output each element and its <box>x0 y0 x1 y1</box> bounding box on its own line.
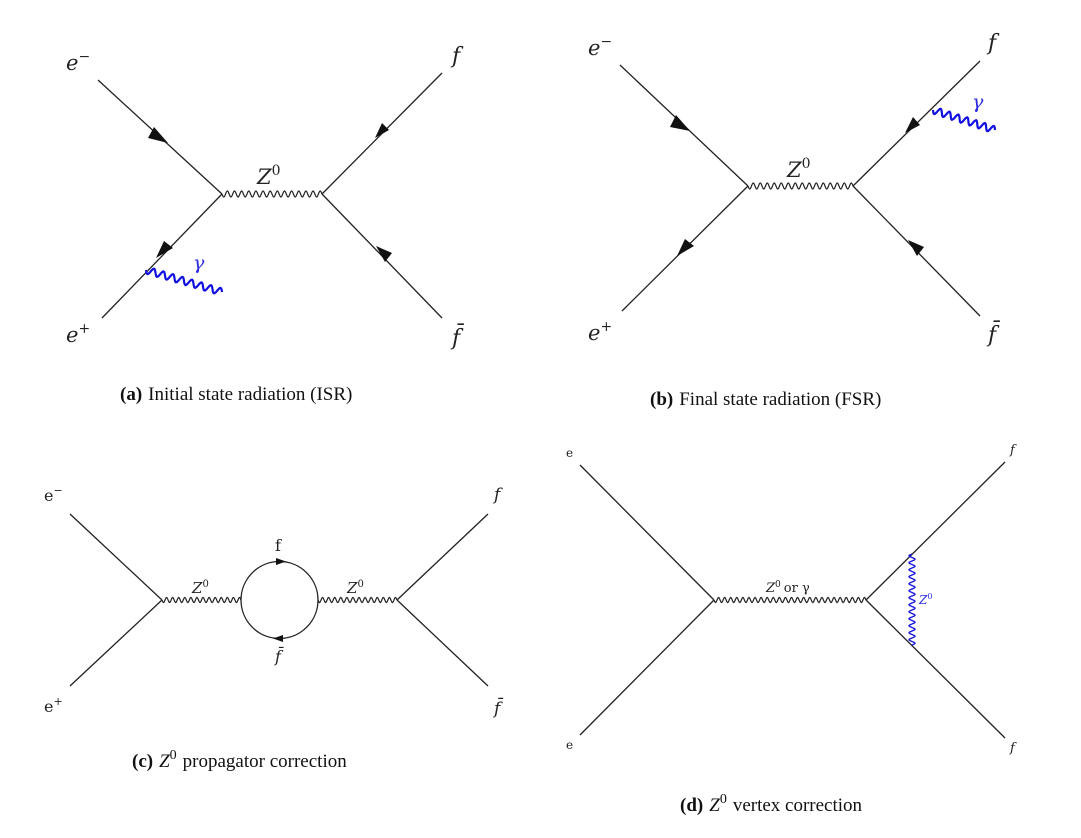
label-f-bottom: f <box>1009 741 1017 756</box>
label-e-plus: e+ <box>66 321 90 347</box>
panel-a: e− e+ f f̄ Z0 γ (a)Initial state radiati… <box>66 44 465 405</box>
vertex-z-boson <box>908 553 916 646</box>
fermion-loop <box>240 560 319 640</box>
label-e-top: e <box>566 446 573 460</box>
fermion-out-line <box>396 513 489 601</box>
arrow-electron <box>670 115 690 131</box>
label-gamma: γ <box>972 91 984 113</box>
arrow-fermion <box>905 117 920 133</box>
label-z0-left: Z0 <box>191 579 209 597</box>
arrow-antifermion <box>376 246 392 262</box>
z-boson-propagator <box>747 182 854 190</box>
positron-line <box>69 599 163 687</box>
label-loop-f: f <box>275 536 282 555</box>
label-loop-fbar: f̄ <box>274 645 284 666</box>
arrow-fermion <box>375 123 389 138</box>
caption-a: (a)Initial state radiation (ISR) <box>120 384 352 405</box>
label-fbar: f̄ <box>986 320 1001 348</box>
z-boson-right <box>317 596 398 604</box>
electron-incoming-line <box>69 513 163 601</box>
electron-incoming-line <box>579 464 715 601</box>
arrow-electron <box>148 127 168 143</box>
arrow-loop-top <box>276 558 286 565</box>
label-fbar: f̄ <box>492 696 504 719</box>
electron-second-line <box>579 599 715 736</box>
positron-line <box>101 193 223 319</box>
arrow-positron <box>677 239 694 256</box>
arrow-antifermion <box>908 240 924 256</box>
arrow-loop-bottom <box>273 635 283 642</box>
label-gamma: γ <box>193 252 205 274</box>
label-z0: Z0 <box>786 156 811 182</box>
label-vertex-z0: Z0 <box>918 592 932 607</box>
z-or-photon-propagator <box>713 596 867 604</box>
label-f: f <box>450 44 464 69</box>
isr-photon <box>144 267 224 295</box>
z-boson-propagator <box>221 190 323 198</box>
label-z0-right: Z0 <box>346 579 364 597</box>
label-e-bottom: e <box>566 738 573 752</box>
fermion-bottom-line <box>865 599 1006 739</box>
label-e-minus: e− <box>588 34 612 60</box>
label-e-plus: e+ <box>44 695 63 716</box>
label-f: f <box>986 31 1000 56</box>
label-f: f <box>492 485 503 505</box>
label-e-minus: e− <box>44 484 63 505</box>
antifermion-out-line <box>396 599 489 687</box>
z-boson-left <box>161 596 242 604</box>
label-e-plus: e+ <box>588 319 612 345</box>
fsr-photon <box>931 107 997 133</box>
panel-b: e− e+ f f̄ Z0 γ (b)Final state radiation… <box>588 31 1001 410</box>
label-z0: Z0 <box>256 163 281 189</box>
label-fbar: f̄ <box>450 323 465 351</box>
label-f-top: f <box>1009 443 1017 458</box>
fermion-top-line <box>865 461 1006 601</box>
caption-b: (b)Final state radiation (FSR) <box>650 389 881 410</box>
arrow-positron <box>156 241 173 258</box>
label-e-minus: e− <box>66 49 90 75</box>
